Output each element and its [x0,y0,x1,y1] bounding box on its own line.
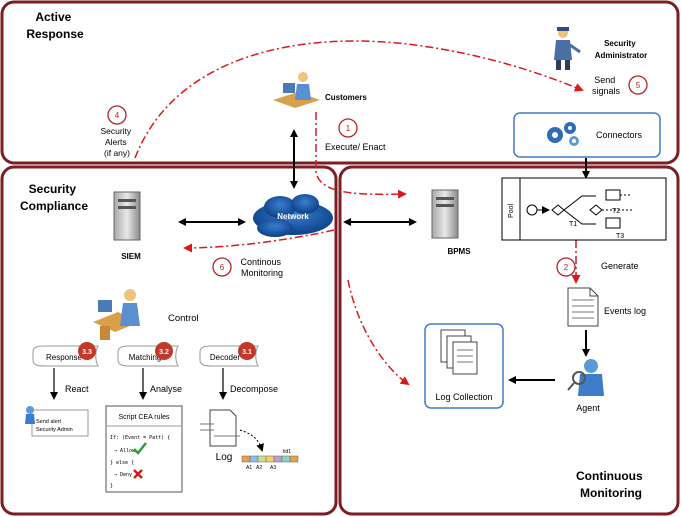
svg-text:Decoder: Decoder [210,353,241,362]
events-log-document-icon [567,287,599,327]
continuous-monitoring-region [338,165,680,516]
network-cloud-icon [253,194,333,237]
security-compliance-title: Security Compliance [20,182,88,213]
send-alert-box: Send alert Security Admin [25,406,89,437]
gears-icon [547,122,579,146]
svg-text:5: 5 [636,81,641,90]
step2-badge [556,257,576,277]
svg-text:Response: Response [46,353,83,362]
log-collection-label: Log Collection [435,392,492,402]
svg-text:→ Allow: → Allow [114,448,136,454]
cross-icon [133,469,143,479]
connectors-box[interactable] [513,112,661,158]
svg-text:A2: A2 [256,465,262,471]
enact-flow [315,112,407,199]
step4-label: Security Alerts (if any) [100,126,133,158]
signal-flow [134,40,584,159]
check-icon [133,442,147,455]
react-label: React [65,384,89,394]
svg-text:T3: T3 [616,233,624,240]
customers-icon [273,72,320,108]
svg-text:2: 2 [564,263,569,272]
svg-text:T2: T2 [612,208,620,215]
svg-text:→ Deny: → Deny [114,472,132,478]
monitoring-flow [183,229,335,253]
svg-text:1: 1 [346,124,351,133]
step6-badge [212,257,232,277]
bpms-label: BPMS [447,247,471,256]
control-operator-icon [93,289,140,340]
svg-text:A3: A3 [270,465,276,471]
decompose-label: Decompose [230,384,278,394]
rules-box: Script CEA rules If: (Event = Patt) { → … [105,405,183,493]
connectors-label: Connectors [596,130,643,140]
svg-text:6: 6 [220,263,225,272]
svg-text:tid1: tid1 [283,449,291,455]
step3-3-badge: 3.3 [78,342,96,360]
svg-text:Script CEA rules: Script CEA rules [119,414,170,421]
security-admin-icon [554,27,581,70]
bpms-server-icon [431,189,459,239]
red-flows [134,40,584,386]
svg-text:4: 4 [115,111,120,120]
svg-text:3.1: 3.1 [242,349,252,356]
step6-label: Continous Monitoring [240,257,283,278]
analyse-label: Analyse [150,384,182,394]
process-pool[interactable]: Pool T1 T2 T3 [501,177,667,241]
active-response-region [0,0,680,165]
security-compliance-region [0,165,338,516]
documents-stack-icon [440,329,478,375]
svg-text:T1: T1 [569,221,577,228]
siem-server-icon [113,191,141,241]
continuous-monitoring-title: Continuous Monitoring [576,469,646,500]
svg-text:3.2: 3.2 [159,349,169,356]
agent-icon [567,359,604,396]
active-response-title: Active Response [26,10,84,41]
log-strip: tid1 A1 A2 A3 [241,449,299,471]
step2-label: Generate [601,261,639,271]
step5-label: Send signals [592,75,621,96]
svg-text:}: } [110,483,113,489]
step5-badge [628,75,648,95]
step3-1-badge: 3.1 [238,342,256,360]
agent-label: Agent [576,403,600,413]
step1-badge [338,118,358,138]
log-label: Log [216,452,233,463]
control-label: Control [168,313,199,324]
siem-label: SIEM [121,252,141,261]
customers-label: Customers [325,93,367,102]
svg-text:If: (Event = Patt) {: If: (Event = Patt) { [110,435,170,441]
svg-text:A1: A1 [246,465,252,471]
svg-text:} else {: } else { [110,460,134,466]
step3-2-badge: 3.2 [155,342,173,360]
security-admin-label: Security Administrator [595,39,647,60]
log-strip-arrow [239,429,264,452]
svg-text:Matching: Matching [129,353,161,362]
step1-label: Execute/ Enact [325,142,386,152]
log-document-icon [200,409,240,447]
svg-text:3.3: 3.3 [82,349,92,356]
network-label: Network [277,212,309,221]
svg-text:Send alert: Send alert [36,419,62,425]
step4-badge [107,105,127,125]
logcollection-flow [347,279,410,386]
svg-text:Security Admin: Security Admin [36,427,73,433]
events-log-label: Events log [604,306,646,316]
svg-text:Pool: Pool [508,204,515,218]
